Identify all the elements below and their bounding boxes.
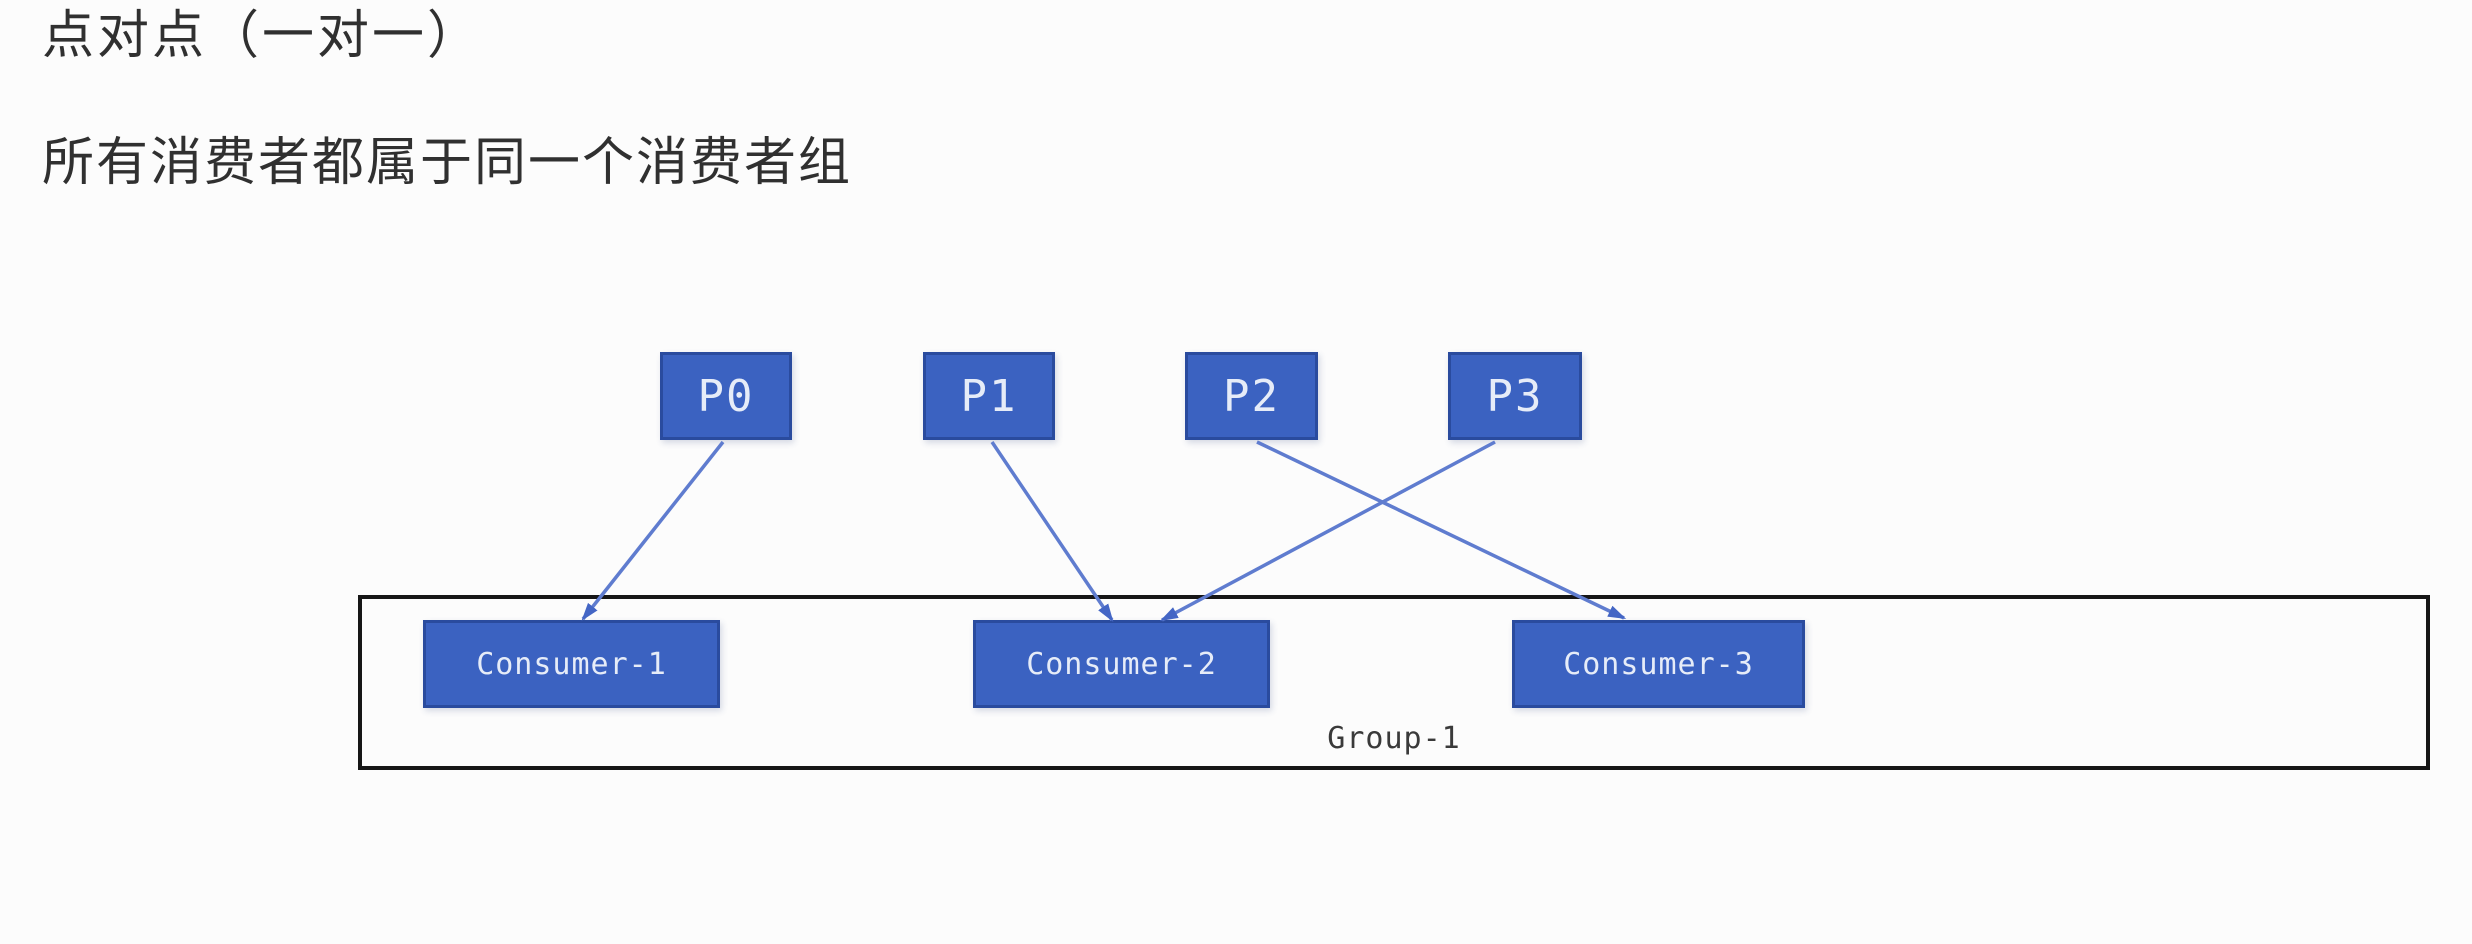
consumer-box-consumer-2: Consumer-2 <box>973 620 1270 708</box>
connector-p0-to-c1 <box>581 440 725 621</box>
connector-p1-to-c2 <box>990 441 1114 623</box>
partition-box-p1: P1 <box>923 352 1055 440</box>
partition-box-p3: P3 <box>1448 352 1582 440</box>
connector-p3-to-c2 <box>1159 440 1496 622</box>
consumer-box-consumer-3: Consumer-3 <box>1512 620 1805 708</box>
page-title: 点对点（一对一） <box>42 7 483 65</box>
partition-box-p2: P2 <box>1185 352 1318 440</box>
connector-p2-to-c3 <box>1256 440 1627 620</box>
page-subtitle: 所有消费者都属于同一个消费者组 <box>42 134 853 192</box>
partition-box-p0: P0 <box>660 352 792 440</box>
group-label: Group-1 <box>1327 721 1461 756</box>
consumer-box-consumer-1: Consumer-1 <box>423 620 720 708</box>
